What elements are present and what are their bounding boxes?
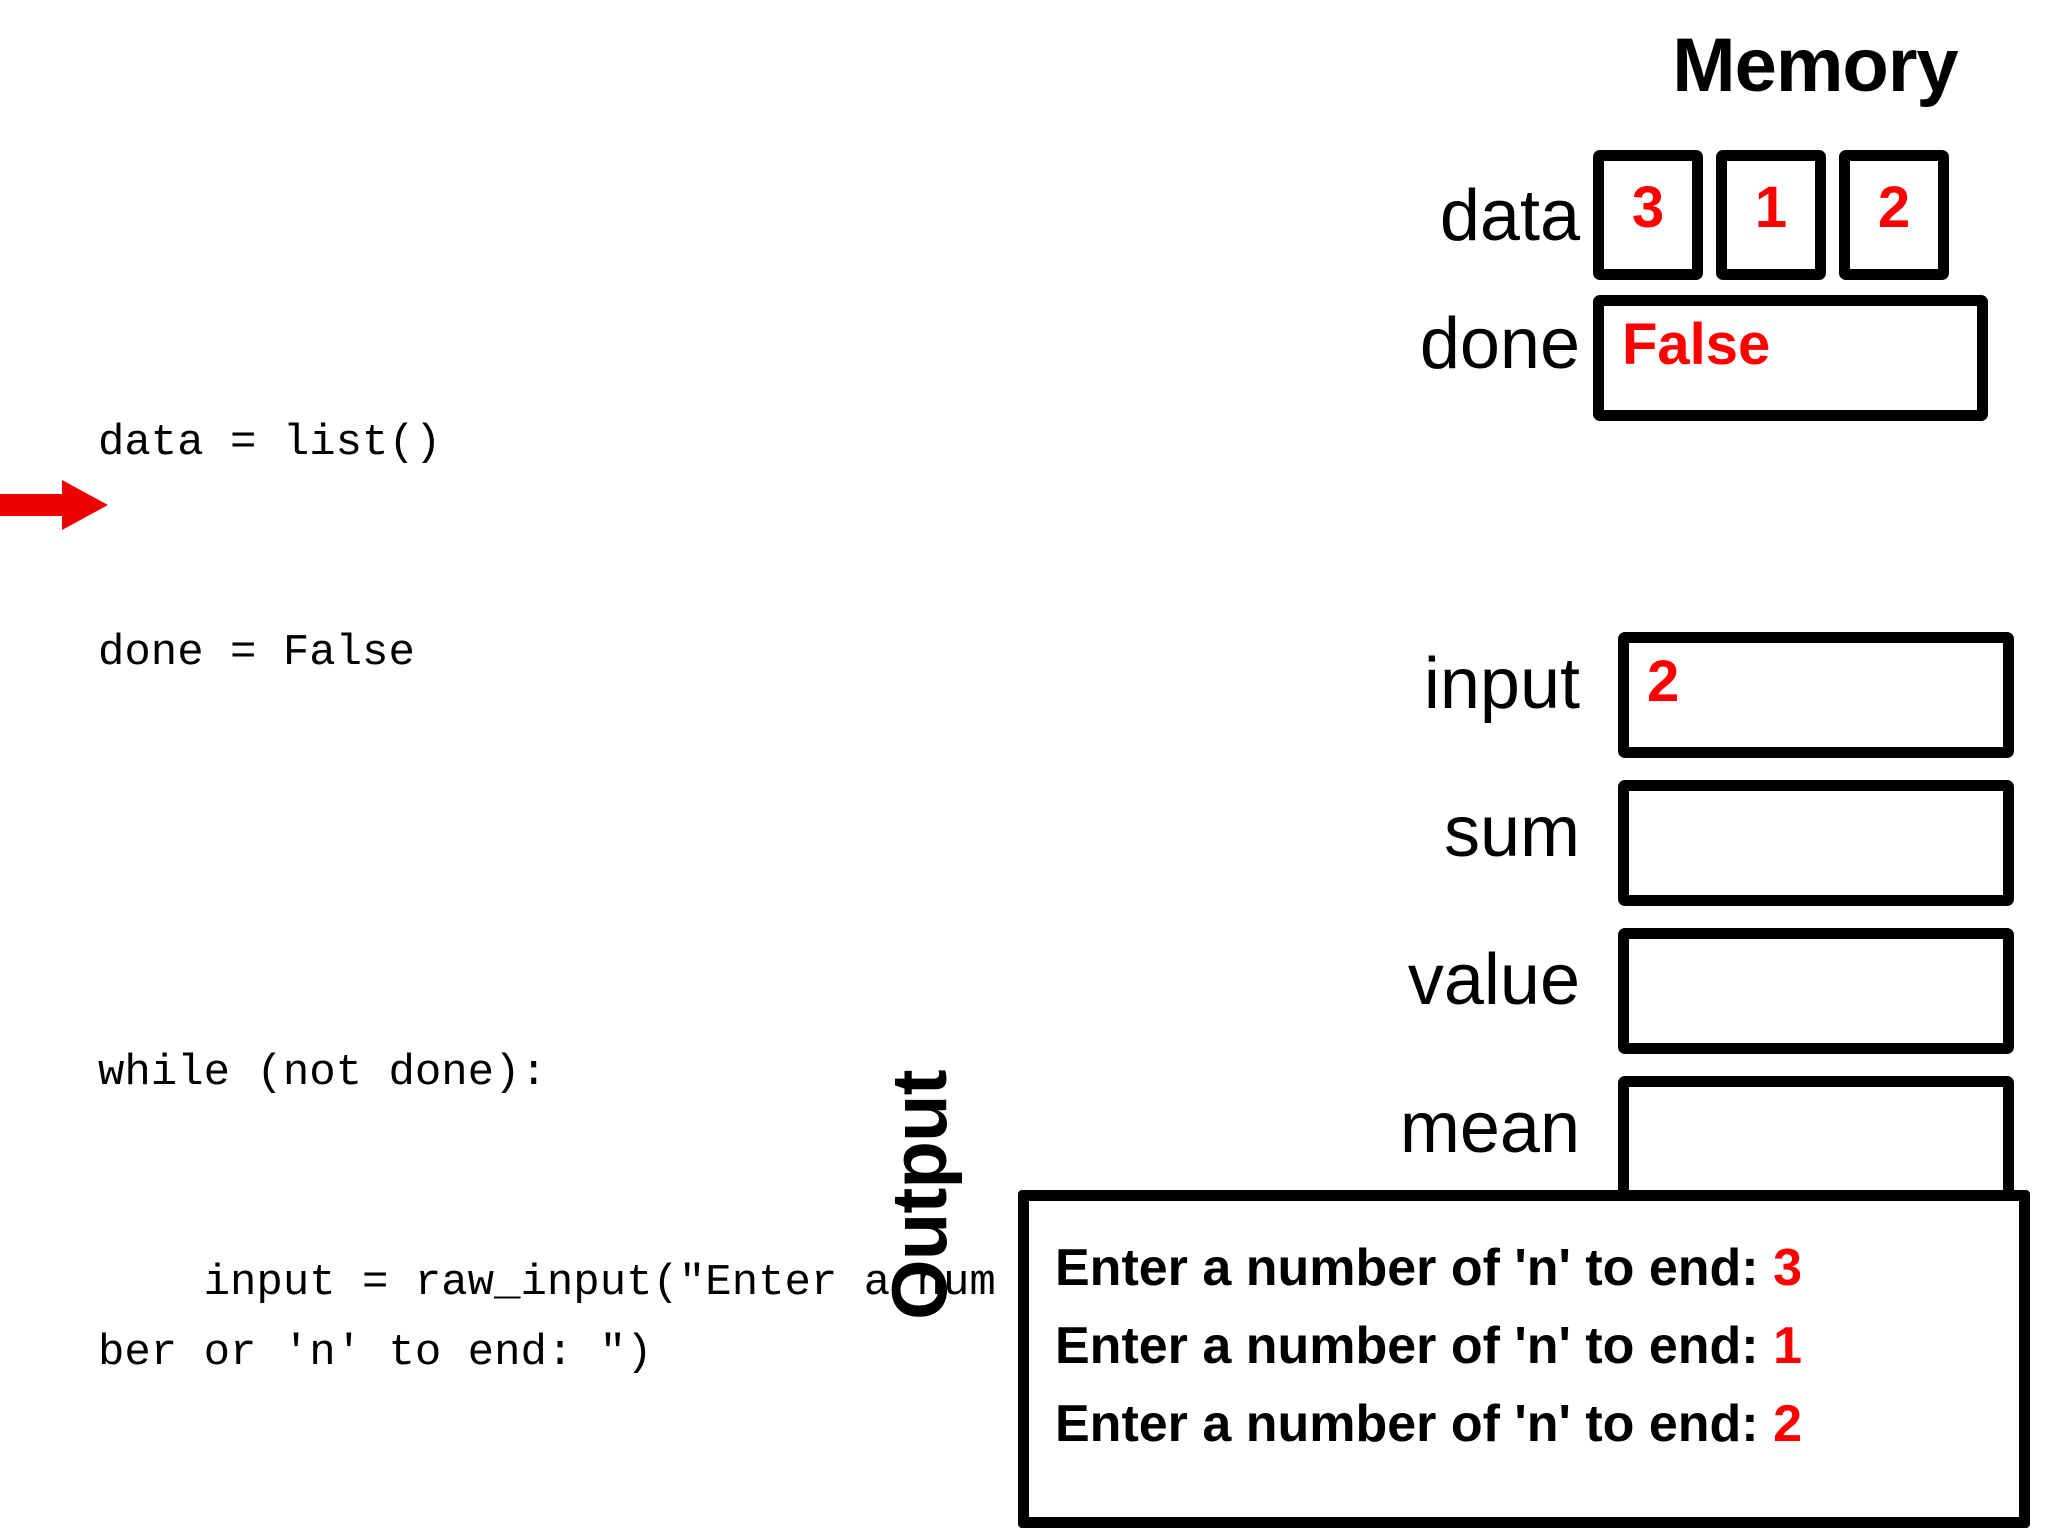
code-listing: data = list() done = False while (not do…: [0, 268, 1020, 1536]
code-line-blank: [0, 828, 1020, 898]
output-line: Enter a number of 'n' to end: 3: [1055, 1229, 2019, 1307]
memory-var-box-value: [1618, 928, 2014, 1054]
memory-var-value-done: False: [1622, 312, 1771, 377]
memory-var-label-input: input: [1423, 644, 1580, 724]
memory-list-cell: 2: [1839, 150, 1949, 280]
output-line-prompt: Enter a number of 'n' to end:: [1055, 1317, 1774, 1375]
execution-arrow-icon: [0, 480, 108, 530]
memory-list-cell: 1: [1716, 150, 1826, 280]
memory-list-cell-value: 2: [1877, 175, 1911, 240]
memory-var-value-value: [1629, 939, 2003, 949]
code-line: done = False: [98, 628, 415, 678]
output-line: Enter a number of 'n' to end: 1: [1055, 1307, 2019, 1385]
memory-var-label-mean: mean: [1399, 1088, 1580, 1168]
memory-var-value-sum: [1629, 791, 2003, 801]
memory-var-label-value: value: [1407, 940, 1580, 1020]
output-line-prompt: Enter a number of 'n' to end:: [1055, 1395, 1774, 1453]
memory-var-label-done: done: [1419, 304, 1580, 384]
output-line-prompt: Enter a number of 'n' to end:: [1055, 1239, 1774, 1297]
output-panel-label: Output: [875, 1070, 963, 1320]
memory-list-cell-value: 1: [1754, 175, 1788, 240]
code-line-current: while (not done):: [98, 1048, 547, 1098]
memory-title: Memory: [1672, 23, 1958, 108]
memory-var-label-sum: sum: [1443, 792, 1580, 872]
memory-var-value-input: 2: [1647, 649, 1680, 714]
output-line-value: 2: [1773, 1395, 1802, 1453]
code-line: input = raw_input("Enter a number or 'n'…: [98, 1258, 996, 1378]
memory-var-box-done: False: [1593, 295, 1988, 421]
output-console: Enter a number of 'n' to end: 3 Enter a …: [1018, 1190, 2030, 1528]
output-line: Enter a number of 'n' to end: 2: [1055, 1385, 2019, 1463]
memory-var-box-sum: [1618, 780, 2014, 906]
memory-var-value-mean: [1629, 1087, 2003, 1097]
memory-var-box-input: 2: [1618, 632, 2014, 758]
code-line: data = list(): [98, 418, 442, 468]
memory-list-cell-value: 3: [1631, 175, 1665, 240]
memory-list-cell: 3: [1593, 150, 1703, 280]
code-line: if (input != "n"):: [0, 1528, 1020, 1536]
output-line-value: 3: [1773, 1239, 1802, 1297]
memory-var-label-data: data: [1439, 176, 1580, 256]
memory-var-box-mean: [1618, 1076, 2014, 1202]
output-line-value: 1: [1773, 1317, 1802, 1375]
